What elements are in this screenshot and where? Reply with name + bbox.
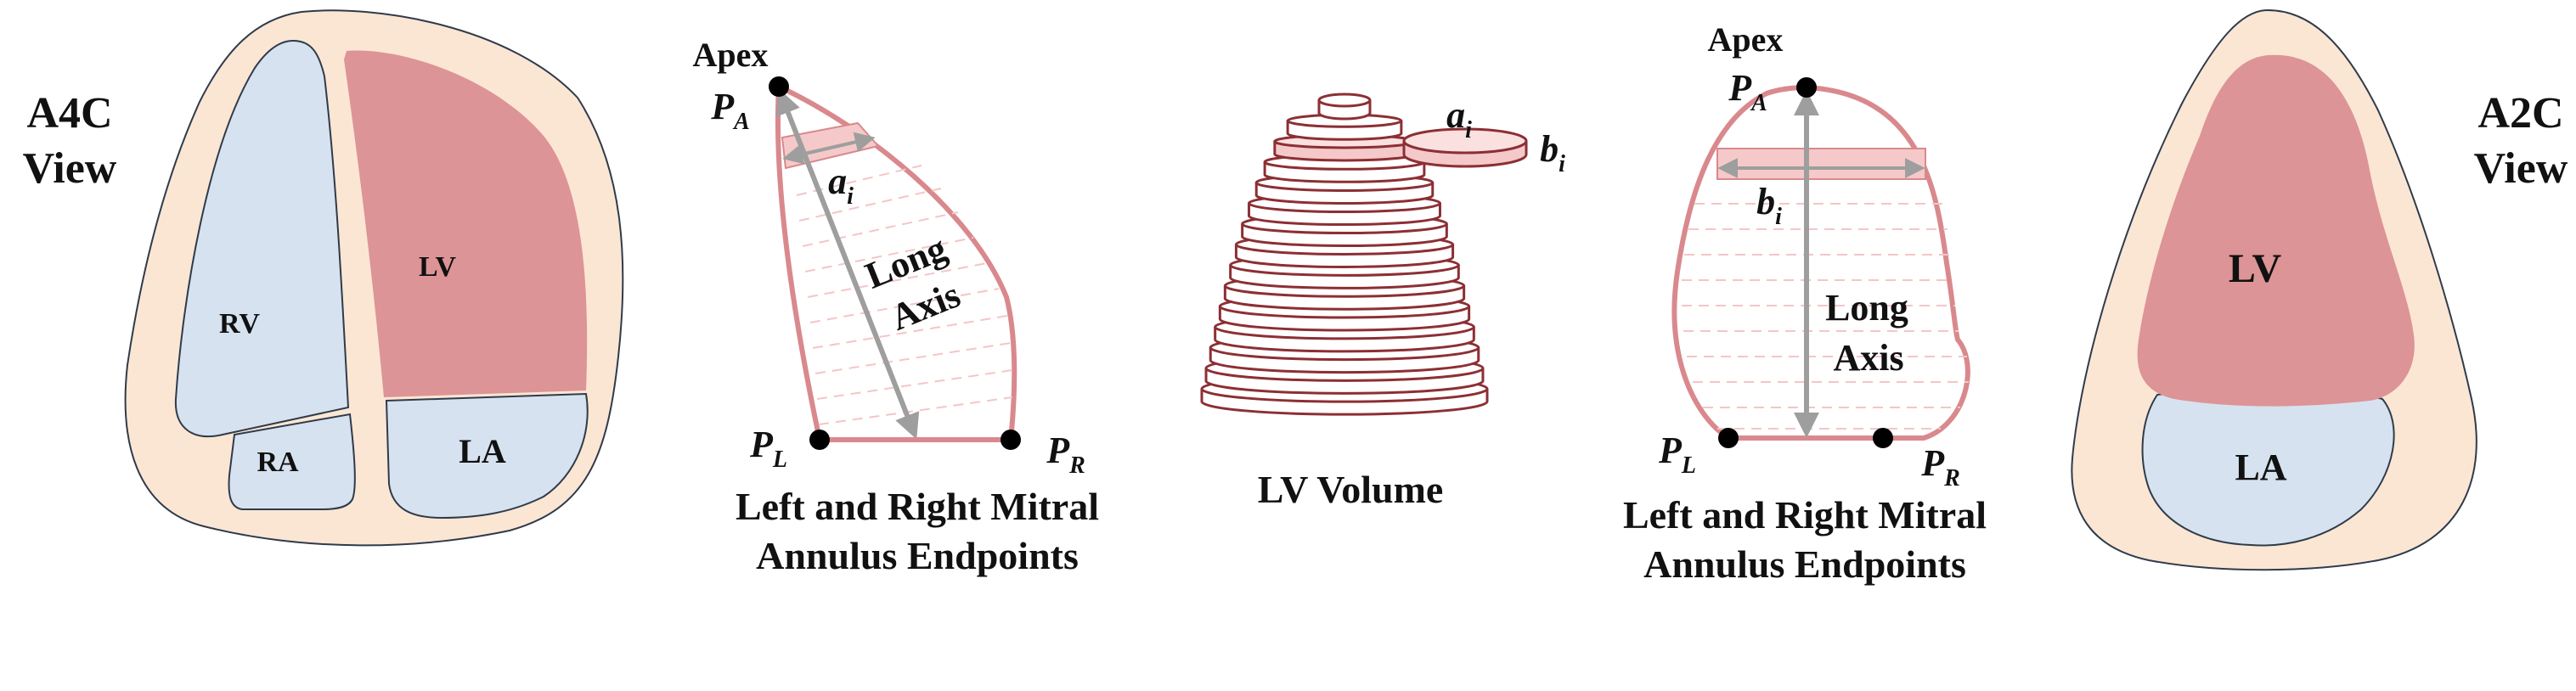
a2c-pl-label: PL <box>1658 430 1696 479</box>
a2c-lv-label: LV <box>2229 246 2282 291</box>
a2c-lv-contour <box>1671 84 1970 441</box>
a2c-right-annulus-point <box>1873 428 1893 448</box>
a4c-apex-point <box>769 76 789 97</box>
a4c-lv-chamber <box>344 50 588 397</box>
a4c-long-axis-arrow <box>775 88 920 440</box>
a2c-bi-label: bi <box>1756 181 1782 230</box>
a2c-left-annulus-point <box>1718 428 1739 448</box>
a2c-apex-point <box>1796 77 1817 98</box>
a4c-pr-label: PR <box>1046 430 1085 479</box>
a4c-view-title-line2: View <box>23 144 117 193</box>
a4c-ra-label: RA <box>256 447 299 478</box>
a4c-ai-label: ai <box>828 160 854 210</box>
a2c-long-axis-label-line2: Axis <box>1833 337 1903 379</box>
lv-volume-caption: LV Volume <box>1258 468 1444 511</box>
a2c-apex-label: Apex <box>1708 20 1784 59</box>
a2c-long-axis-label-line1: Long <box>1825 287 1908 329</box>
disk-ai-label: ai <box>1446 94 1472 143</box>
a2c-lv-trace-panel: Apex PA bi Long Axis PL PR Left and Righ… <box>1623 20 1987 586</box>
disk-bi-label: bi <box>1540 128 1565 177</box>
a2c-view-title-line2: View <box>2474 144 2568 193</box>
a4c-view-title-line1: A4C <box>26 89 112 138</box>
a4c-ra-chamber <box>228 413 356 510</box>
a4c-left-annulus-point <box>809 430 830 450</box>
a4c-pl-label: PL <box>749 424 787 473</box>
a4c-rv-label: RV <box>219 308 260 340</box>
disk-2 <box>1286 113 1403 141</box>
a2c-view-panel: LV LA A2C View <box>2071 8 2568 571</box>
a2c-caption-line2: Annulus Endpoints <box>1643 542 1966 586</box>
a2c-pr-label: PR <box>1920 442 1960 492</box>
a4c-la-chamber <box>385 392 589 520</box>
a4c-lv-trace-panel: Apex PA ai Long Axis PL PR Left and Righ… <box>693 36 1099 577</box>
a4c-view-panel: A4C View RV LV RA LA <box>23 9 624 547</box>
a2c-caption-line1: Left and Right Mitral <box>1623 493 1987 537</box>
a4c-rv-chamber <box>174 39 350 438</box>
a2c-view-title-line1: A2C <box>2477 89 2563 138</box>
a2c-la-label: LA <box>2235 447 2286 488</box>
lv-volume-panel: ai bi LV Volume <box>1200 93 1565 511</box>
disk-stack <box>1200 93 1489 416</box>
disk-1 <box>1317 93 1372 121</box>
a2c-highlighted-slice <box>1716 148 1926 180</box>
a2c-pa-label: PA <box>1728 67 1767 116</box>
a4c-pa-label: PA <box>710 86 750 135</box>
a4c-caption-line2: Annulus Endpoints <box>756 534 1079 577</box>
a4c-caption-line1: Left and Right Mitral <box>736 485 1099 528</box>
a4c-apex-label: Apex <box>693 36 769 74</box>
a2c-slice-guides <box>1682 203 1969 430</box>
a4c-la-label: LA <box>459 432 506 470</box>
single-disk <box>1402 127 1528 168</box>
a4c-lv-label: LV <box>419 251 457 283</box>
a4c-right-annulus-point <box>1001 430 1021 450</box>
a2c-lv-chamber <box>2137 54 2415 407</box>
